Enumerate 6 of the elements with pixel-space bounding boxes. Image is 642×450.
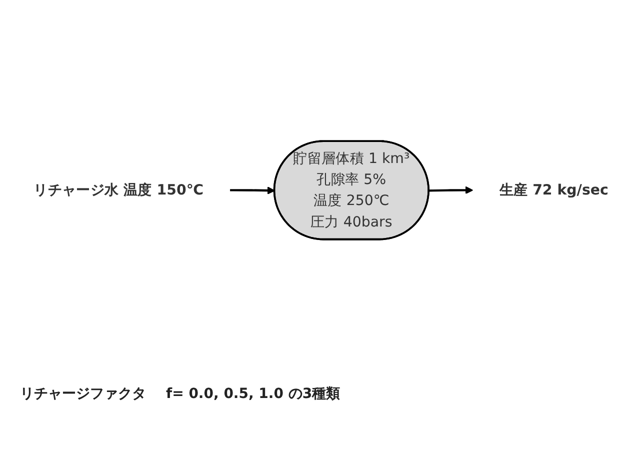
node-text: リチャージ水 温度 150℃ <box>34 181 204 198</box>
node-text: 生産 72 kg/sec <box>499 181 608 198</box>
note-text: f= 0.0, 0.5, 1.0 の3種類 <box>166 385 340 403</box>
arrow <box>230 186 276 194</box>
arrow <box>428 186 474 194</box>
note-text: リチャージファクタ <box>20 385 146 403</box>
